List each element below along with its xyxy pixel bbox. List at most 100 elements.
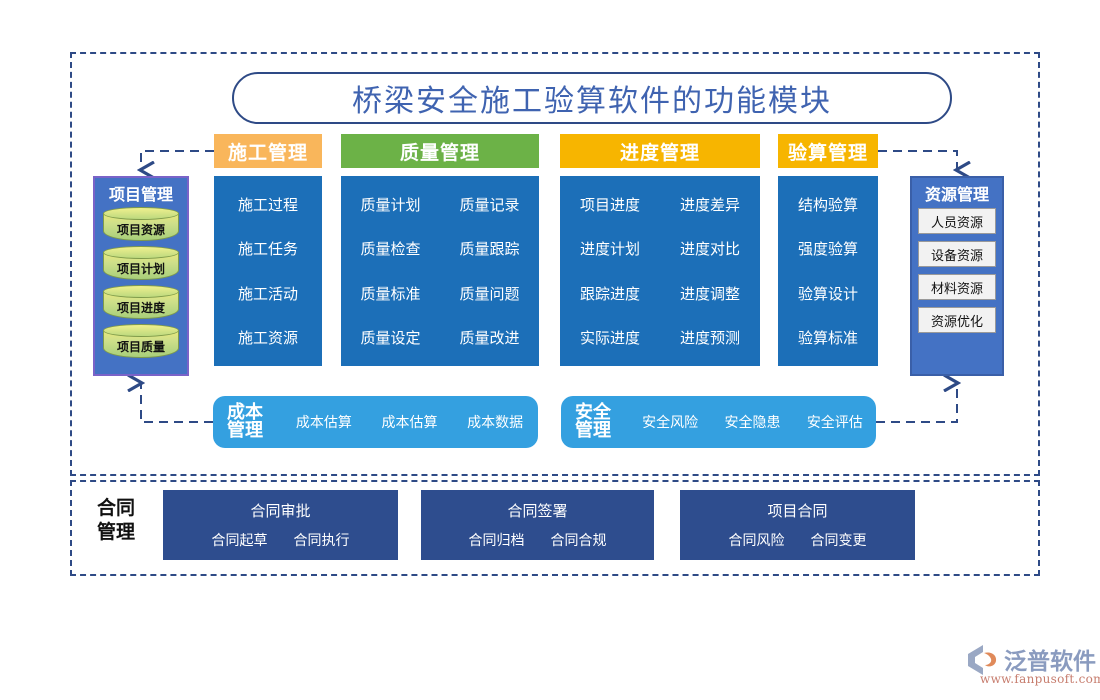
column-cell[interactable]: 进度预测	[679, 329, 740, 348]
diagram-title: 桥梁安全施工验算软件的功能模块	[352, 84, 832, 119]
column-cell[interactable]: 质量改进	[459, 329, 520, 348]
column-row: 施工资源	[214, 316, 322, 361]
bar-item[interactable]: 安全隐患	[724, 415, 781, 431]
column-row: 施工任务	[214, 227, 322, 272]
panel-resource-management: 资源管理 人员资源 设备资源 材料资源 资源优化	[910, 176, 1004, 376]
contract-sub-item[interactable]: 合同风险	[728, 533, 785, 549]
resource-chip[interactable]: 人员资源	[918, 208, 996, 234]
cylinder-label: 项目资源	[116, 223, 165, 237]
contract-sub-item[interactable]: 合同归档	[468, 533, 525, 549]
column-header-progress[interactable]: 进度管理	[560, 134, 760, 168]
column-cell[interactable]: 进度调整	[679, 284, 740, 303]
column-row: 施工过程	[214, 182, 322, 227]
column-cell[interactable]: 质量设定	[360, 329, 421, 348]
column-cell[interactable]: 质量问题	[459, 284, 520, 303]
cylinder-label: 项目计划	[116, 262, 165, 276]
column-cell[interactable]: 项目进度	[579, 195, 640, 214]
cylinder-label: 项目进度	[116, 301, 165, 315]
contract-box-project[interactable]: 项目合同 合同风险 合同变更	[680, 490, 915, 560]
diagram-title-box: 桥梁安全施工验算软件的功能模块	[232, 72, 952, 124]
column-cell[interactable]: 施工过程	[237, 195, 298, 214]
panel-resource-title: 资源管理	[924, 185, 989, 204]
column-row: 验算标准	[778, 316, 878, 361]
resource-chip[interactable]: 设备资源	[918, 241, 996, 267]
column-cell[interactable]: 施工任务	[237, 240, 298, 259]
column-progress: 项目进度 进度差异 进度计划 进度对比 跟踪进度 进度调整 实际进度 进度预测	[560, 176, 760, 366]
contract-box-title: 合同审批	[250, 502, 311, 520]
column-row: 项目进度 进度差异	[560, 182, 760, 227]
database-cylinder-icon[interactable]: 项目质量	[103, 324, 179, 362]
column-row: 跟踪进度 进度调整	[560, 271, 760, 316]
column-cell[interactable]: 质量标准	[360, 284, 421, 303]
contract-label-line: 管理	[96, 520, 135, 543]
contract-dashed-frame	[70, 480, 1040, 576]
column-header-construction[interactable]: 施工管理	[214, 134, 322, 168]
database-cylinder-icon[interactable]: 项目进度	[103, 285, 179, 323]
bar-title-line: 管理	[227, 420, 263, 441]
contract-box-signing[interactable]: 合同签署 合同归档 合同合规	[421, 490, 654, 560]
contract-box-approval[interactable]: 合同审批 合同起草 合同执行	[163, 490, 398, 560]
column-row: 强度验算	[778, 227, 878, 272]
column-cell[interactable]: 施工活动	[237, 284, 298, 303]
column-cell[interactable]: 质量检查	[360, 240, 421, 259]
column-cell[interactable]: 实际进度	[579, 329, 640, 348]
bar-cost-title: 成本 管理	[213, 403, 281, 441]
column-cell[interactable]: 结构验算	[797, 195, 858, 214]
bar-item[interactable]: 成本估算	[295, 415, 352, 431]
bar-item[interactable]: 安全风险	[642, 415, 699, 431]
column-cell[interactable]: 质量跟踪	[459, 240, 520, 259]
column-cell[interactable]: 验算标准	[797, 329, 858, 348]
cylinder-label: 项目质量	[116, 340, 165, 354]
resource-chip[interactable]: 资源优化	[918, 307, 996, 333]
column-row: 质量设定 质量改进	[341, 316, 539, 361]
bar-title-line: 安全	[575, 401, 611, 423]
column-cell[interactable]: 质量记录	[459, 195, 520, 214]
contract-sub-item[interactable]: 合同起草	[211, 533, 268, 549]
column-verification: 结构验算 强度验算 验算设计 验算标准	[778, 176, 878, 366]
column-cell[interactable]: 进度对比	[679, 240, 740, 259]
resource-chip[interactable]: 材料资源	[918, 274, 996, 300]
column-header-verification[interactable]: 验算管理	[778, 134, 878, 168]
column-row: 质量检查 质量跟踪	[341, 227, 539, 272]
logo-url: www.fanpusoft.com	[980, 672, 1100, 686]
column-cell[interactable]: 验算设计	[797, 284, 858, 303]
contract-sub-item[interactable]: 合同合规	[550, 533, 607, 549]
column-quality: 质量计划 质量记录 质量检查 质量跟踪 质量标准 质量问题 质量设定 质量改进	[341, 176, 539, 366]
column-cell[interactable]: 强度验算	[797, 240, 858, 259]
bar-safety-management: 安全 管理 安全风险 安全隐患 安全评估	[561, 396, 876, 448]
bar-cost-management: 成本 管理 成本估算 成本估算 成本数据	[213, 396, 538, 448]
bar-item[interactable]: 安全评估	[806, 415, 863, 431]
bar-item[interactable]: 成本数据	[467, 415, 524, 431]
column-row: 进度计划 进度对比	[560, 227, 760, 272]
database-cylinder-icon[interactable]: 项目资源	[103, 207, 179, 245]
contract-sub-item[interactable]: 合同变更	[810, 533, 867, 549]
fanpu-logo-icon	[968, 645, 997, 675]
bar-safety-title: 安全 管理	[561, 401, 629, 441]
column-row: 实际进度 进度预测	[560, 316, 760, 361]
contract-section-label: 合同 管理	[80, 497, 152, 545]
column-cell[interactable]: 跟踪进度	[579, 284, 640, 303]
database-cylinder-icon[interactable]: 项目计划	[103, 246, 179, 284]
logo-text: 泛普软件	[1004, 648, 1096, 675]
column-cell[interactable]: 进度差异	[679, 195, 740, 214]
column-row: 质量标准 质量问题	[341, 271, 539, 316]
column-cell[interactable]: 质量计划	[360, 195, 421, 214]
bar-cost-items: 成本估算 成本估算 成本数据	[281, 412, 538, 432]
contract-box-title: 合同签署	[507, 502, 568, 520]
company-logo: 泛普软件 www.fanpusoft.com	[966, 642, 1100, 694]
contract-box-subs: 合同起草 合同执行	[212, 530, 350, 550]
contract-box-subs: 合同归档 合同合规	[469, 530, 607, 550]
contract-label-line: 合同	[96, 497, 135, 519]
column-cell[interactable]: 施工资源	[237, 329, 298, 348]
bar-title-line: 管理	[575, 420, 611, 441]
column-row: 结构验算	[778, 182, 878, 227]
column-row: 验算设计	[778, 271, 878, 316]
contract-box-subs: 合同风险 合同变更	[729, 530, 867, 550]
contract-sub-item[interactable]: 合同执行	[293, 533, 350, 549]
column-cell[interactable]: 进度计划	[579, 240, 640, 259]
cylinder-top	[103, 324, 179, 337]
bar-item[interactable]: 成本估算	[381, 415, 438, 431]
column-row: 施工活动	[214, 271, 322, 316]
column-header-quality[interactable]: 质量管理	[341, 134, 539, 168]
